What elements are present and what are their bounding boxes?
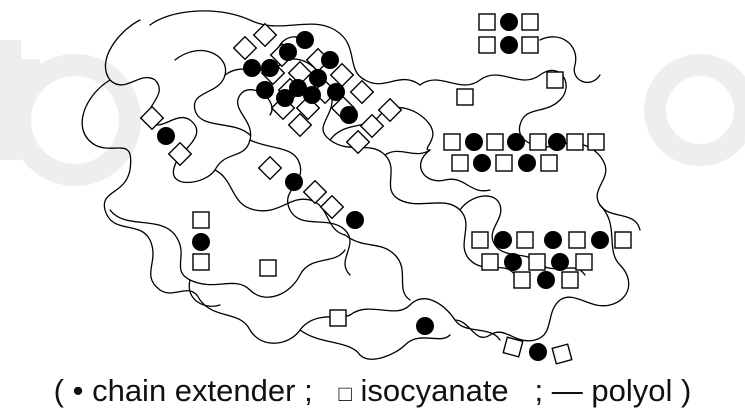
isocyanate-square: [486, 133, 504, 151]
chain-extender-dot: [303, 86, 321, 104]
chain-extender-dot: [327, 83, 345, 101]
legend-close-paren: ): [681, 373, 692, 408]
isocyanate-square: [192, 253, 210, 271]
chain-extender-dot: [494, 231, 512, 249]
chain-extender-dot: [518, 154, 536, 172]
chain-extender-dot: [504, 253, 522, 271]
isocyanate-square: [478, 13, 496, 31]
isocyanate-square: [257, 155, 283, 181]
isocyanate-square: [139, 105, 165, 131]
chain-extender-dot: [551, 253, 569, 271]
legend-chain-extender-label: chain extender: [92, 373, 296, 408]
legend-open-paren: (: [53, 373, 64, 408]
isocyanate-square: [540, 154, 558, 172]
isocyanate-square: [528, 253, 546, 271]
isocyanate-square: [481, 253, 499, 271]
isocyanate-square: [349, 79, 375, 105]
chain-extender-dot: [243, 59, 261, 77]
chain-extender-dot: [548, 133, 566, 151]
chain-extender-dot: [500, 13, 518, 31]
isocyanate-square: [232, 35, 258, 61]
chain-extender-dot: [591, 231, 609, 249]
chain-extender-dot: [289, 79, 307, 97]
chain-extender-dot: [529, 343, 547, 361]
legend-polyol-label: polyol: [591, 373, 673, 408]
isocyanate-square: [329, 309, 347, 327]
chain-extender-dot: [256, 81, 274, 99]
watermark-shapes: [0, 40, 745, 186]
isocyanate-square: [287, 60, 313, 86]
chain-extender-dot: [416, 317, 434, 335]
isocyanate-square: [575, 253, 593, 271]
isocyanate-square: [167, 141, 193, 167]
isocyanate-square: [359, 113, 385, 139]
polyol-chains: [81, 10, 641, 360]
legend-dot-symbol: •: [72, 373, 84, 408]
chain-extender-dot: [537, 271, 555, 289]
chain-extender-dot: [276, 89, 294, 107]
isocyanate-square: [521, 13, 539, 31]
chain-extender-dot: [340, 106, 358, 124]
chain-extender-dot: [261, 59, 279, 77]
isocyanate-square: [456, 88, 474, 106]
isocyanate-square: [513, 271, 531, 289]
chain-extender-dot: [500, 36, 518, 54]
isocyanate-square: [377, 97, 403, 123]
chain-extender-dot: [285, 173, 303, 191]
isocyanate-square: [302, 179, 328, 205]
chain-extender-dot: [321, 51, 339, 69]
chain-extender-dot: [473, 154, 491, 172]
isocyanate-square: [319, 194, 345, 220]
isocyanate-square: [551, 343, 573, 365]
isocyanate-square: [443, 133, 461, 151]
isocyanate-square: [478, 36, 496, 54]
isocyanate-square: [259, 259, 277, 277]
isocyanate-square: [502, 336, 524, 358]
chain-extender-dot: [465, 133, 483, 151]
isocyanate-square: [568, 231, 586, 249]
chain-extender-dot: [279, 43, 297, 61]
chain-extender-dot: [309, 69, 327, 87]
isocyanate-square: [495, 154, 513, 172]
isocyanate-square: [192, 211, 210, 229]
chain-extender-dot: [507, 133, 525, 151]
hard-segment-units: [139, 13, 632, 365]
isocyanate-square: [516, 231, 534, 249]
isocyanate-square: [252, 22, 278, 48]
isocyanate-square: [546, 71, 564, 89]
legend: ( • chain extender ; □ isocyanate ; — po…: [0, 368, 745, 413]
isocyanate-square: [529, 133, 547, 151]
isocyanate-square: [587, 133, 605, 151]
legend-separator: ;: [304, 373, 313, 408]
chain-extender-dot: [296, 31, 314, 49]
isocyanate-square: [451, 154, 469, 172]
isocyanate-square: [329, 62, 355, 88]
isocyanate-square: [287, 112, 313, 138]
chain-extender-dot: [544, 231, 562, 249]
isocyanate-square: [345, 129, 371, 155]
isocyanate-square: [614, 231, 632, 249]
isocyanate-square: [566, 133, 584, 151]
legend-isocyanate-label: isocyanate: [360, 373, 509, 408]
isocyanate-square: [521, 36, 539, 54]
legend-separator: ;: [534, 373, 544, 408]
polymer-network-diagram: [0, 10, 745, 365]
isocyanate-square: [471, 231, 489, 249]
legend-line-symbol: —: [551, 373, 583, 408]
chain-extender-dot: [346, 211, 364, 229]
isocyanate-square: [561, 271, 579, 289]
chain-extender-dot: [157, 127, 175, 145]
chain-extender-dot: [192, 233, 210, 251]
legend-square-symbol: □: [338, 381, 352, 406]
